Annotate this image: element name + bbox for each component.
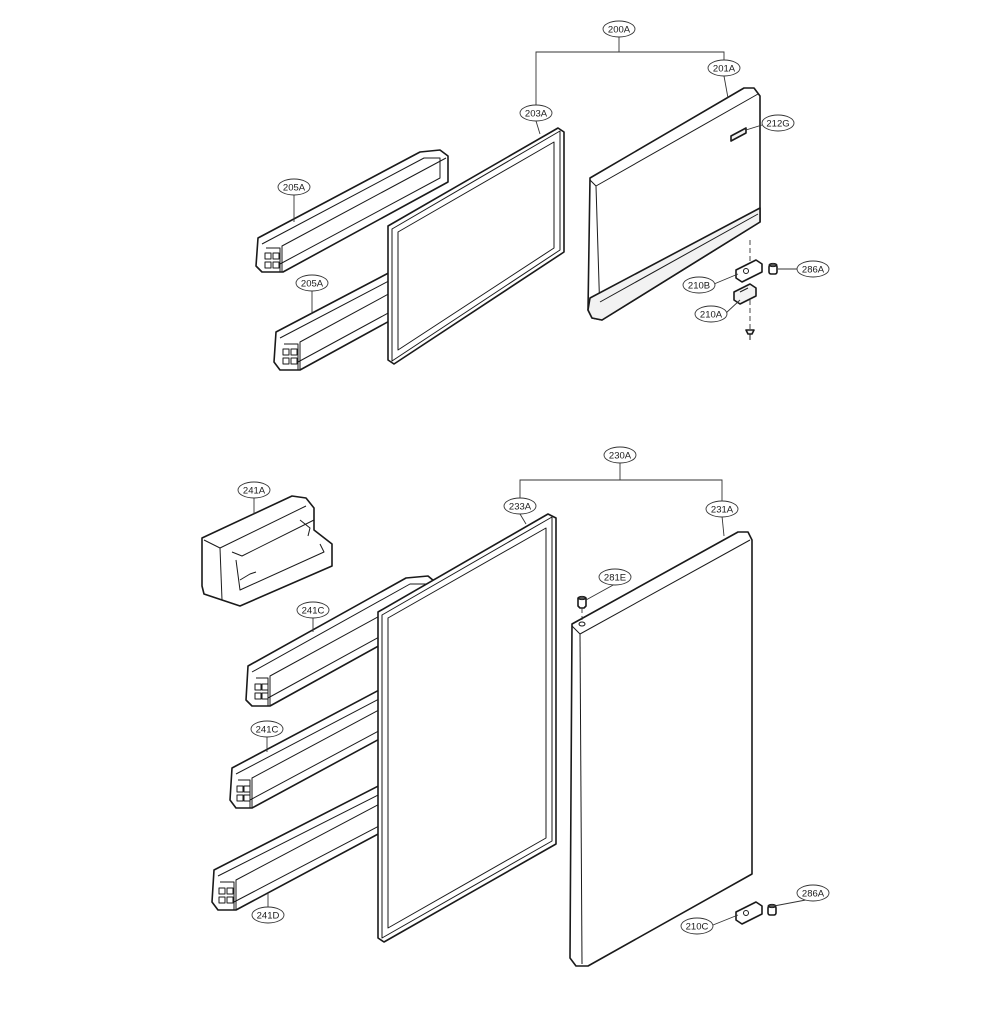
bottom-cap [767,903,777,916]
callout-230A-text: 230A [609,451,632,462]
bottom-door-assembly [201,463,812,967]
top-door-basket-upper [255,149,449,273]
leader-233A [519,513,527,525]
callout-200A: 200A [602,20,636,38]
top-door-panel [587,87,761,321]
leader-210A [725,299,741,314]
callout-241D: 241D [251,906,285,924]
callout-286A-top: 286A [796,260,830,278]
callout-203A: 203A [519,104,553,122]
callout-281E-text: 281E [604,573,626,584]
callout-233A: 233A [503,497,537,515]
leader-281E [585,583,616,601]
leader-231A [721,515,725,537]
top-cap [768,262,778,275]
callout-210B-text: 210B [688,281,710,292]
top-hinge-screw [745,300,755,340]
callout-241C-upper-text: 241C [302,606,325,617]
bottom-dairy-bin [201,495,333,607]
callout-210C-text: 210C [686,922,709,933]
callout-201A-text: 201A [713,64,736,75]
top-assembly-bracket [535,37,725,115]
callout-241C-middle: 241C [250,720,284,738]
top-hinge-bracket [733,283,757,305]
callout-212G-text: 212G [766,119,789,130]
callout-231A-text: 231A [711,505,734,516]
callout-210A: 210A [694,305,728,323]
top-hinge-plate [735,259,763,283]
callout-205A-lower: 205A [295,274,329,292]
callout-241D-text: 241D [257,911,280,922]
callout-231A: 231A [705,500,739,518]
leader-203A [535,120,541,135]
callout-286A-top-text: 286A [802,265,825,276]
callout-286A-bottom-text: 286A [802,889,825,900]
callout-203A-text: 203A [525,109,548,120]
callout-200A-text: 200A [608,25,631,36]
callout-210C: 210C [680,917,714,935]
callout-201A: 201A [707,59,741,77]
callout-233A-text: 233A [509,502,532,513]
callout-286A-bottom: 286A [796,884,830,902]
bottom-door-gasket [377,513,557,943]
callout-230A: 230A [603,446,637,464]
callout-205A-upper: 205A [277,178,311,196]
callout-205A-lower-text: 205A [301,279,324,290]
callout-210A-text: 210A [700,310,723,321]
bottom-door-panel [569,531,753,967]
callouts: 200A 201A 203A 212G 205A 205A 210B 210A [237,20,830,935]
callout-241A-text: 241A [243,486,266,497]
top-door-gasket [387,127,565,365]
callout-241C-upper: 241C [296,601,330,619]
callout-205A-upper-text: 205A [283,183,306,194]
bottom-hinge [735,901,763,925]
leader-201A [723,75,729,99]
leader-212G [745,124,763,131]
callout-210B: 210B [682,276,716,294]
leader-210B [713,273,739,285]
callout-212G: 212G [761,114,795,132]
leader-210C [712,914,739,926]
callout-281E: 281E [598,568,632,586]
bottom-hinge-pin [577,595,587,620]
top-door-assembly [255,37,797,371]
callout-241C-middle-text: 241C [256,725,279,736]
bottom-assembly-bracket [519,463,723,506]
callout-241A: 241A [237,481,271,499]
